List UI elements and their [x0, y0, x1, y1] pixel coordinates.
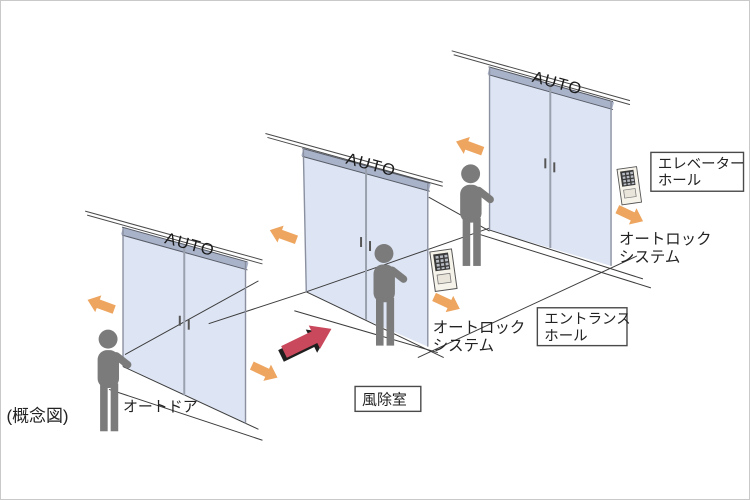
door1-left-panel: [123, 228, 185, 396]
svg-text:ホール: ホール: [544, 329, 587, 345]
arrow-up-left-icon: [266, 221, 300, 249]
arrow-down-right-icon: [430, 288, 464, 318]
svg-text:システム: システム: [433, 338, 494, 355]
autolock-keypad-icon: [616, 166, 642, 206]
door3-left-panel: [489, 66, 551, 249]
door2-left-panel: [303, 148, 367, 320]
arrow-down-right-icon: [613, 201, 647, 230]
svg-text:オートロック: オートロック: [433, 319, 526, 337]
auto-door-1: AUTO: [85, 210, 263, 424]
concept-note-label: (概念図): [6, 405, 68, 425]
svg-text:エレベーター: エレベーター: [658, 155, 745, 172]
entrance-hall-label: エントランス ホール: [536, 307, 631, 347]
svg-text:オートロック: オートロック: [619, 230, 712, 248]
elevator-hall-label: エレベーター ホール: [650, 151, 745, 192]
arrow-up-left-icon: [84, 291, 118, 318]
arrow-down-right-icon: [248, 357, 282, 386]
auto-door-label: オートドア: [123, 398, 198, 415]
door3-right-panel: [550, 83, 612, 266]
svg-text:システム: システム: [619, 249, 680, 266]
autolock-system-label-mid: オートロック システム: [433, 319, 526, 355]
arrow-up-left-icon: [452, 133, 486, 160]
autolock-system-label-right: オートロック システム: [619, 230, 712, 266]
floor-perspective-lines: [108, 196, 652, 441]
svg-text:ホール: ホール: [658, 173, 701, 189]
walking-path-arrow-icon: [275, 317, 338, 368]
door1-right-panel: [184, 245, 246, 424]
autolock-keypad-icon: [429, 248, 458, 292]
svg-text:エントランス: エントランス: [544, 312, 630, 328]
svg-text:風除室: 風除室: [362, 391, 407, 408]
windbreak-room-label: 風除室: [354, 385, 422, 413]
